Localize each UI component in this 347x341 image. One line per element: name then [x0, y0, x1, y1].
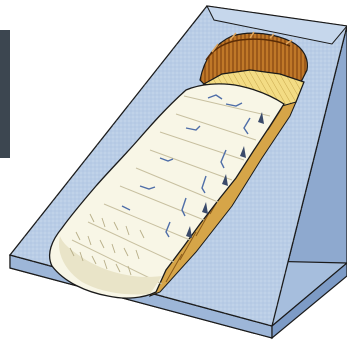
left-edge-strip — [0, 30, 10, 158]
